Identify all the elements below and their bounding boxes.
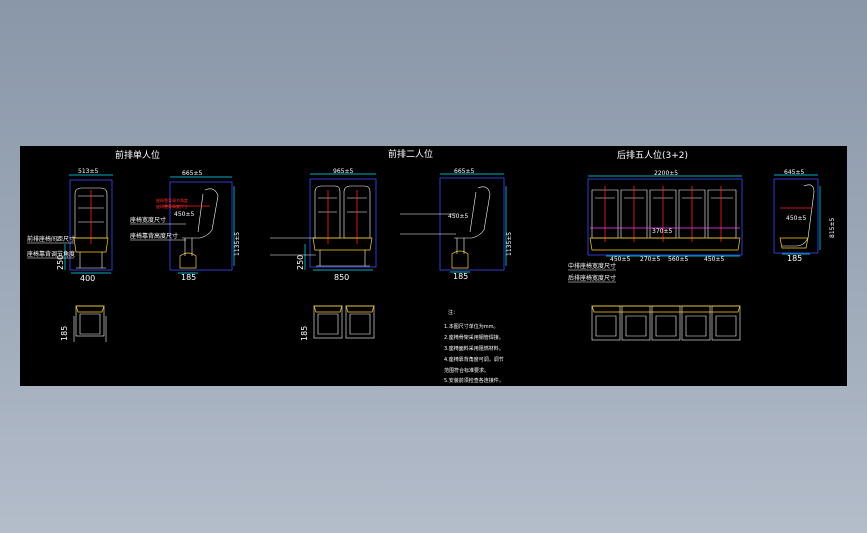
front-double-plan-view: 185	[300, 305, 375, 341]
dim-185p2: 185	[300, 326, 309, 341]
dim-450a: 450±5	[174, 211, 194, 218]
dim-450d: 450±5	[704, 256, 724, 263]
dim-185p1: 185	[60, 326, 69, 341]
label-red1: 座椅靠背调节角度	[156, 197, 188, 203]
front-single-side-view: 665±5 450±5 1135±5 185 座椅靠背调节角度 座椅靠背高度尺寸…	[130, 170, 241, 282]
dim-450c: 450±5	[610, 256, 630, 263]
dim-665b: 665±5	[454, 168, 474, 175]
rear-label-a1: 中排座椅宽度尺寸	[568, 262, 616, 270]
dim-400: 400	[80, 274, 95, 283]
label-a2: 座椅靠背调节角度	[27, 250, 75, 258]
dim-270: 270±5	[640, 256, 660, 263]
front-single-plan-view: 185	[60, 305, 107, 342]
dim-450e: 450±5	[786, 215, 806, 222]
dim-513: 513±5	[78, 168, 98, 175]
note-5: 范围符合标准要求。	[444, 367, 489, 374]
dim-250b: 250	[296, 255, 305, 270]
note-6: 5.安装前须检查各连接件，	[444, 377, 504, 384]
dim-850: 850	[334, 273, 349, 282]
dim-665a: 665±5	[182, 170, 202, 177]
dim-815: 815±5	[829, 218, 836, 238]
rear-label-a2: 后排座椅宽度尺寸	[568, 274, 616, 282]
label-a3: 座椅宽度尺寸	[130, 216, 166, 224]
dim-370: 370±5	[652, 228, 672, 235]
dim-965: 965±5	[333, 168, 353, 175]
dim-1135b: 1135±5	[506, 232, 513, 256]
note-4: 4.座椅靠背角度可调，调节	[444, 356, 504, 363]
dim-560: 560±5	[668, 256, 688, 263]
dim-185b: 185	[453, 272, 468, 281]
label-a4: 座椅靠背高度尺寸	[130, 232, 178, 240]
notes-head: 注：	[448, 309, 458, 316]
dim-645: 645±5	[784, 169, 804, 176]
title-rear-five: 后排五人位(3+2)	[617, 149, 688, 161]
notes-block: 注： 1.本图尺寸单位为mm。 2.座椅骨架采用钢管焊接。 3.座椅面料采用阻燃…	[444, 309, 504, 384]
dim-250a: 250	[56, 255, 65, 270]
rear-five-plan-view	[591, 305, 741, 341]
dim-185c: 185	[787, 254, 802, 263]
dim-185a: 185	[181, 273, 196, 282]
dim-450b: 450±5	[448, 213, 468, 220]
title-front-double: 前排二人位	[388, 148, 433, 160]
dim-2200: 2200±5	[654, 170, 678, 177]
rear-five-front-view: 2200±5 370±5 450±5 270±5 560±5 450±5 中排座…	[568, 170, 743, 283]
label-a1: 前排座椅间距尺寸	[27, 235, 75, 243]
dim-1135a: 1135±5	[234, 232, 241, 256]
front-single-front-view: 513±5 400 250 前排座椅间距尺寸 座椅靠背调节角度	[27, 168, 113, 283]
title-front-single: 前排单人位	[115, 149, 160, 161]
note-2: 2.座椅骨架采用钢管焊接。	[444, 334, 504, 341]
rear-five-side-view: 645±5 450±5 815±5 185	[773, 169, 836, 263]
note-1: 1.本图尺寸单位为mm。	[444, 323, 499, 330]
cad-viewport[interactable]: 前排单人位 前排二人位 后排五人位(3+2) 513±5 400 250 前排座…	[20, 146, 847, 386]
note-3: 3.座椅面料采用阻燃材料。	[444, 345, 504, 352]
cad-drawing: 前排单人位 前排二人位 后排五人位(3+2) 513±5 400 250 前排座…	[27, 148, 836, 384]
front-double-front-view: 965±5 850 250	[270, 168, 377, 282]
front-double-side-view: 665±5 450±5 1135±5 185	[400, 168, 513, 281]
label-red2: 座椅靠背高度尺寸	[156, 203, 188, 209]
